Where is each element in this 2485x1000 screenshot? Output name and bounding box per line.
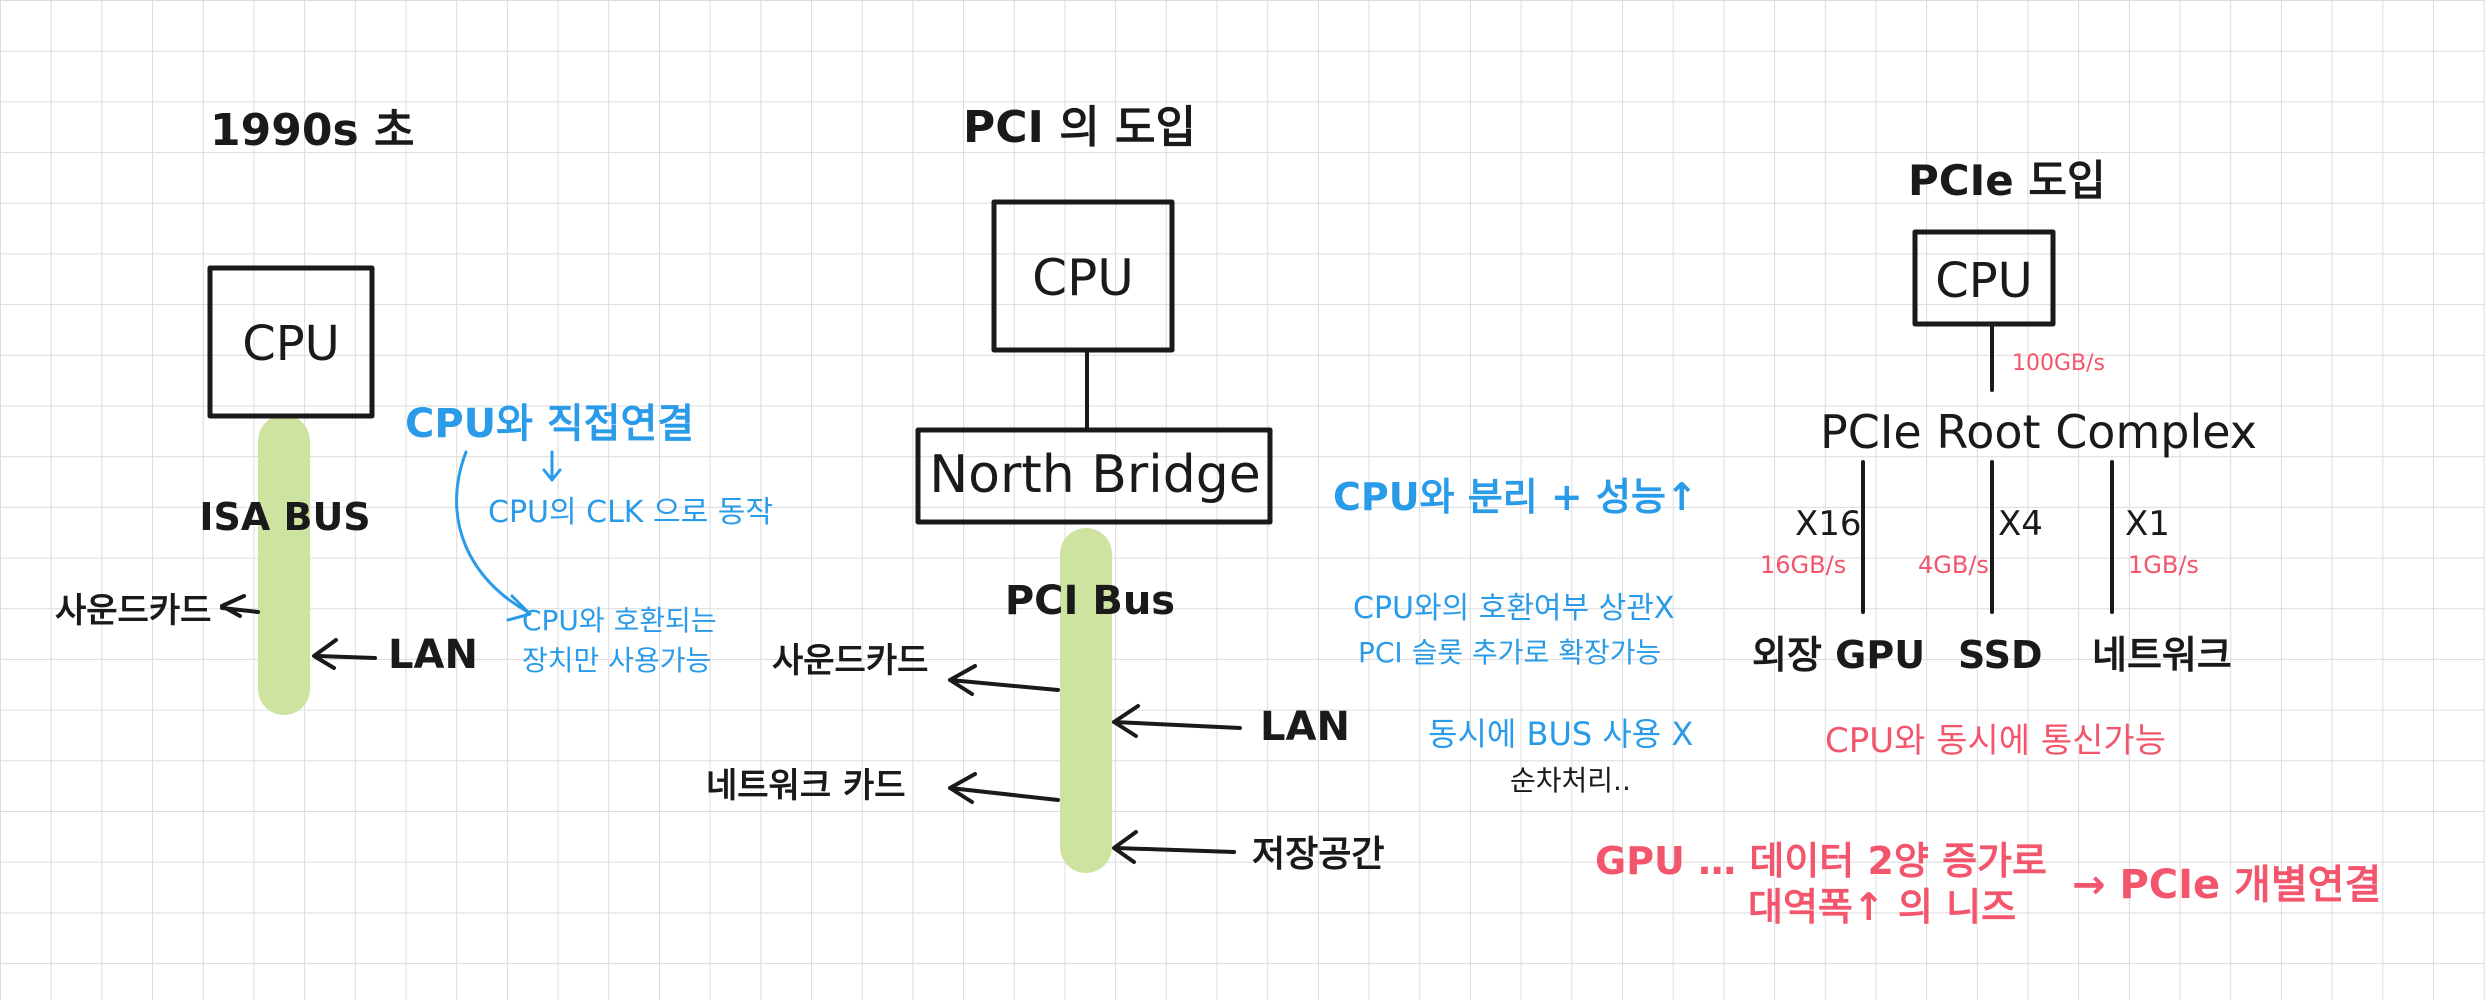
isa-note-sub2-line1: CPU와 호환되는 <box>522 604 717 637</box>
pcie-lane-x16-speed: 16GB/s <box>1760 551 1846 579</box>
pci-note-sub2-line2: 순차처리.. <box>1510 764 1631 797</box>
isa-lan-arrow <box>312 638 377 670</box>
pcie-device-gpu: 외장 GPU <box>1752 633 1925 677</box>
pci-cpu-box <box>991 199 1175 353</box>
pcie-section: PCIe 도입 CPU 100GB/s PCIe Root Complex X1… <box>1595 156 2381 929</box>
isa-note-arrow-curve <box>455 450 532 622</box>
pci-title: PCI 의 도입 <box>963 102 1196 153</box>
isa-device-lan: LAN <box>388 632 478 678</box>
pci-sound-arrow <box>948 664 1060 696</box>
pci-device-storage: 저장공간 <box>1252 834 1384 875</box>
pci-lan-arrow <box>1112 704 1242 738</box>
pci-northbridge-label: North Bridge <box>929 445 1260 505</box>
isa-title: 1990s 초 <box>210 105 414 156</box>
pci-bus-label: PCI Bus <box>1005 578 1175 624</box>
pcie-lane-x1-speed: 1GB/s <box>2128 551 2199 579</box>
pcie-cpu-label: CPU <box>1935 253 2033 309</box>
pcie-lane-x1-width: X1 <box>2125 504 2170 544</box>
pci-note-sub1-line2: PCI 슬롯 추가로 확장가능 <box>1358 636 1661 669</box>
pcie-root-complex: PCIe Root Complex <box>1820 405 2257 459</box>
pci-bus-bar <box>1060 528 1112 873</box>
pci-note-sub1-line1: CPU와의 호환여부 상관X <box>1353 591 1674 626</box>
pcie-gpu-line1: GPU … 데이터 2양 증가로 <box>1595 839 2047 883</box>
pcie-cpu-box <box>1912 229 2056 327</box>
pci-device-netcard: 네트워크 카드 <box>706 766 906 806</box>
pcie-lane-x16-width: X16 <box>1795 504 1862 544</box>
pcie-device-network: 네트워크 <box>2092 633 2232 677</box>
isa-cpu-box <box>207 265 375 419</box>
isa-note-main: CPU와 직접연결 <box>405 401 694 447</box>
pcie-lane-x4-speed: 4GB/s <box>1918 551 1989 579</box>
pcie-gpu-line2: 대역폭↑ 의 니즈 <box>1748 885 2016 929</box>
pci-northbridge-box <box>915 427 1273 525</box>
isa-sound-arrow <box>220 594 260 618</box>
isa-cpu-label: CPU <box>242 316 340 372</box>
pcie-title: PCIe 도입 <box>1908 156 2106 205</box>
isa-note-sub1: CPU의 CLK 으로 동작 <box>488 495 773 530</box>
pci-device-lan: LAN <box>1260 704 1350 750</box>
pci-device-sound: 사운드카드 <box>772 641 928 681</box>
pcie-device-ssd: SSD <box>1958 633 2043 677</box>
isa-bus-label: ISA BUS <box>199 495 370 539</box>
pci-cpu-label: CPU <box>1032 249 1134 307</box>
isa-section: 1990s 초 CPU ISA BUS 사운드카드 LAN CPU와 직접연결 … <box>55 105 773 715</box>
isa-note-arrow-down <box>542 450 562 482</box>
pci-note-main: CPU와 분리 + 성능↑ <box>1333 475 1698 519</box>
isa-bus-bar <box>258 415 310 715</box>
pcie-gpu-result: → PCIe 개별연결 <box>2072 862 2381 908</box>
pcie-note: CPU와 동시에 통신가능 <box>1825 721 2166 761</box>
pci-storage-arrow <box>1112 830 1236 864</box>
isa-device-sound: 사운드카드 <box>55 591 211 631</box>
pci-note-sub2-line1: 동시에 BUS 사용 X <box>1428 715 1693 753</box>
pcie-cpu-bandwidth: 100GB/s <box>2012 351 2105 376</box>
pci-section: PCI 의 도입 CPU North Bridge PCI Bus 사운드카드 … <box>706 102 1698 875</box>
pci-netcard-arrow <box>948 772 1060 804</box>
isa-note-sub2-line2: 장치만 사용가능 <box>522 644 711 677</box>
pcie-lane-x4-width: X4 <box>1998 504 2043 544</box>
